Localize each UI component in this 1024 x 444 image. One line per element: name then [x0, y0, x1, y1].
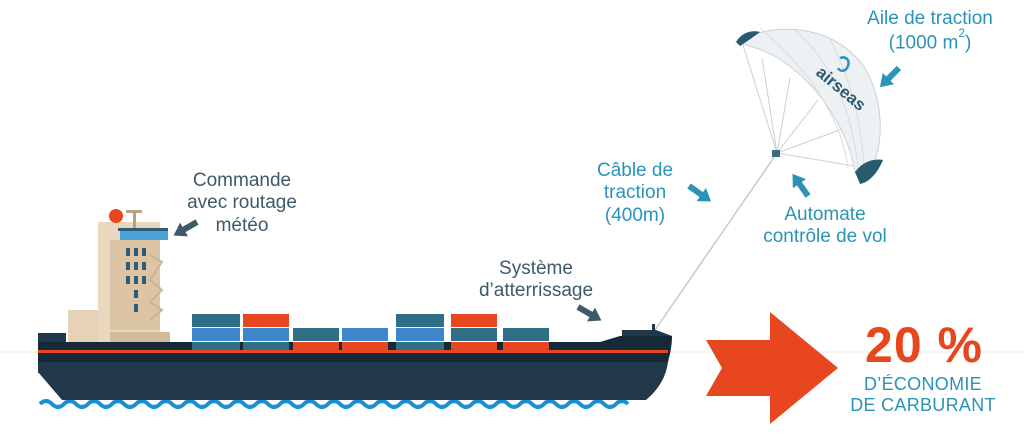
automate-label-line1: Automate [784, 204, 866, 225]
wing-area-text: (1000 m [888, 32, 959, 54]
commande-label-line1: Commande [192, 170, 292, 191]
wing-label-line1: Aile de traction [867, 8, 993, 29]
automate-arrow-icon [792, 173, 811, 198]
airseas-logo-icon [836, 56, 850, 72]
cable-arrow-icon [687, 183, 712, 202]
cable-label-line3: (400m) [604, 204, 666, 226]
wing-arrow-icon [879, 65, 902, 88]
dark-pointer-arrows [173, 219, 602, 322]
cable-label: Câble de traction (400m) [580, 160, 690, 227]
savings-caption-line2: DE CARBURANT [850, 395, 996, 416]
automate-label-line2: contrôle de vol [763, 226, 887, 248]
commande-label-line3: météo [215, 214, 269, 236]
wing-area-close: ) [965, 32, 972, 54]
sea-waves [38, 399, 630, 409]
wing-label-line2: (1000 m2) [840, 26, 1020, 55]
cable-label-line1: Câble de [596, 160, 674, 181]
container-stacks [192, 314, 549, 350]
flight-control-pod [772, 150, 780, 157]
cable-label-line2: traction [603, 182, 667, 204]
kite-wing: airseas [734, 27, 883, 184]
tow-cable [654, 152, 778, 331]
commande-label: Commande avec routage météo [172, 170, 312, 237]
automate-label: Automate contrôle de vol [740, 204, 910, 249]
systeme-label-line1: Système [499, 258, 573, 279]
bridge-tower [68, 209, 170, 342]
systeme-label: Système d’atterrissage [456, 258, 616, 303]
wing-label: Aile de traction (1000 m2) [840, 8, 1020, 55]
savings-caption-line1: D’ÉCONOMIE [863, 374, 982, 394]
systeme-arrow-icon [576, 304, 602, 322]
savings-caption: D’ÉCONOMIE DE CARBURANT [825, 374, 1021, 416]
commande-arrow-icon [173, 219, 199, 237]
commande-label-line2: avec routage [187, 192, 297, 214]
savings-arrow-icon [706, 312, 838, 424]
wing-area-exponent: 2 [958, 26, 966, 41]
systeme-label-line2: d’atterrissage [478, 280, 594, 302]
savings-value: 20 % [865, 317, 983, 373]
pointer-arrows [687, 65, 902, 202]
kite-lines [741, 41, 867, 169]
